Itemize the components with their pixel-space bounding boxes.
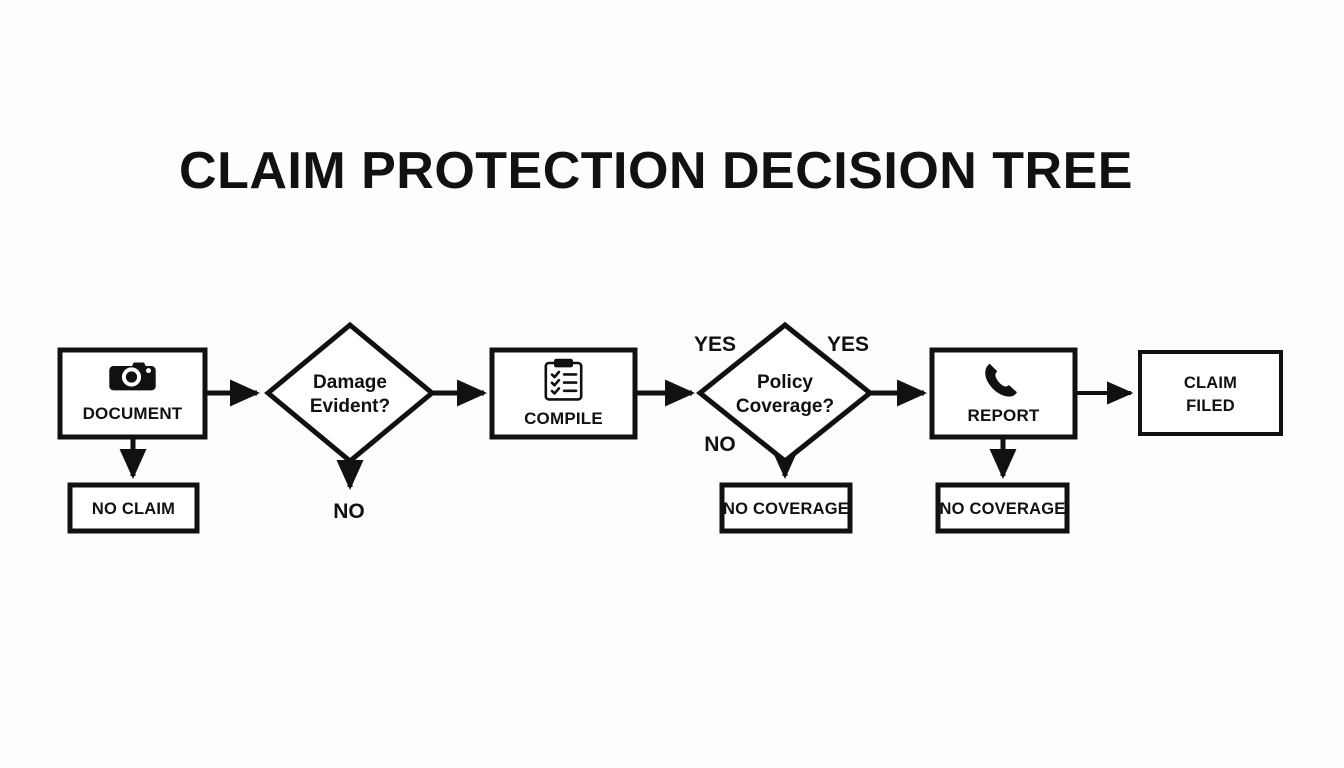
- phone-icon: [985, 363, 1017, 397]
- node-report[interactable]: REPORT: [929, 347, 1078, 440]
- node-compile[interactable]: COMPILE: [489, 347, 638, 440]
- connectors-group: [119, 379, 1134, 490]
- node-no-coverage-2[interactable]: NO COVERAGE: [935, 482, 1070, 534]
- camera-icon: [109, 362, 156, 391]
- edge-label-coverage-yes-in: YES: [694, 333, 736, 356]
- node-damage-evident[interactable]: Damage Evident?: [264, 321, 436, 465]
- node-policy-coverage-label-line1: Policy: [757, 372, 813, 393]
- node-no-coverage-1-label: NO COVERAGE: [723, 500, 849, 518]
- node-no-claim-label: NO CLAIM: [92, 500, 175, 518]
- node-claim-filed[interactable]: CLAIM FILED: [1138, 350, 1283, 436]
- node-report-label: REPORT: [967, 406, 1039, 425]
- node-no-coverage-1-box[interactable]: [719, 482, 853, 534]
- node-damage-evident-diamond[interactable]: [264, 321, 436, 465]
- clipboard-checklist-icon: [544, 358, 583, 401]
- node-policy-coverage-diamond[interactable]: [695, 321, 875, 465]
- node-claim-filed-box[interactable]: [1138, 350, 1283, 436]
- page-title: CLAIM PROTECTION DECISION TREE: [179, 142, 1133, 200]
- node-no-coverage-1[interactable]: NO COVERAGE: [719, 482, 853, 534]
- node-damage-evident-label-line2: Evident?: [310, 396, 390, 417]
- edge-label-coverage-no: NO: [704, 433, 736, 456]
- node-document-box[interactable]: [57, 347, 208, 440]
- node-no-claim-box[interactable]: [67, 482, 200, 534]
- node-claim-filed-label-line2: FILED: [1186, 397, 1235, 415]
- node-damage-evident-label-line1: Damage: [313, 372, 387, 393]
- node-no-coverage-2-box[interactable]: [935, 482, 1070, 534]
- edge-label-coverage-yes-out: YES: [827, 333, 869, 356]
- node-policy-coverage-label-line2: Coverage?: [736, 396, 834, 417]
- node-no-coverage-2-label: NO COVERAGE: [940, 500, 1066, 518]
- node-compile-label: COMPILE: [524, 409, 603, 428]
- node-document-label: DOCUMENT: [83, 404, 183, 423]
- edge-label-damage-no: NO: [333, 500, 365, 523]
- node-document[interactable]: DOCUMENT: [57, 347, 208, 440]
- node-no-claim[interactable]: NO CLAIM: [67, 482, 200, 534]
- node-claim-filed-label-line1: CLAIM: [1184, 374, 1237, 392]
- node-policy-coverage[interactable]: Policy Coverage?: [695, 321, 875, 465]
